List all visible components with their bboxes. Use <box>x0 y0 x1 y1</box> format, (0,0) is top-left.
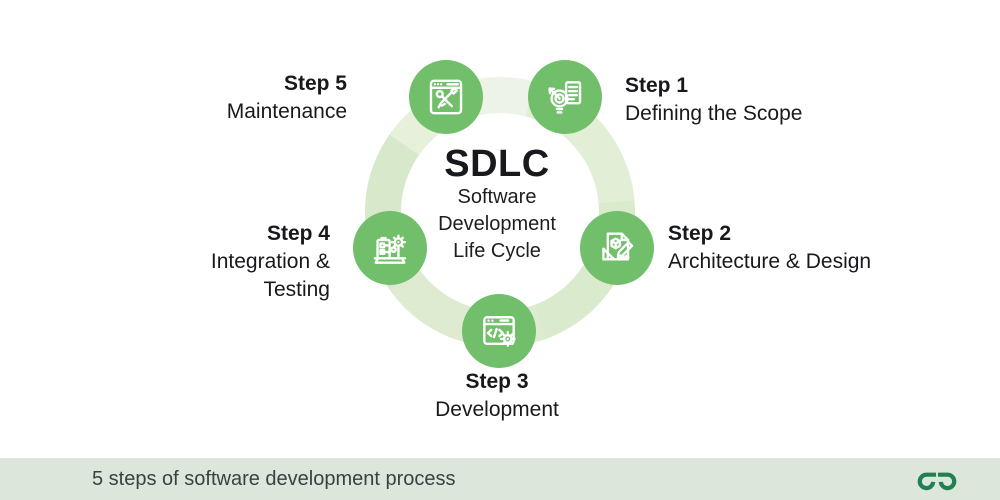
step3-name: Development <box>435 398 559 421</box>
step5-name: Maintenance <box>226 100 347 123</box>
step4-label-block: Step 4 Integration & Testing <box>180 220 330 304</box>
geeksforgeeks-logo <box>917 472 957 491</box>
step2-circle <box>580 211 654 285</box>
blueprint-design-icon <box>602 232 634 261</box>
step2-name: Architecture & Design <box>668 250 872 273</box>
footer-caption: 5 steps of software development process <box>92 467 456 490</box>
step1-circle <box>528 60 602 134</box>
footer-bar: 5 steps of software development process <box>0 458 1000 500</box>
step2-label: Step 2 <box>668 222 732 245</box>
step5-label: Step 5 <box>283 72 347 95</box>
step1-label: Step 1 <box>625 74 689 97</box>
step4-label: Step 4 <box>266 222 330 245</box>
step3-label: Step 3 <box>465 370 529 393</box>
step1-name: Defining the Scope <box>625 102 803 125</box>
step3-label-block: Step 3 Development <box>387 368 607 424</box>
diagram-title: SDLC <box>444 143 550 185</box>
step2-label-block: Step 2 Architecture & Design <box>668 220 918 276</box>
window-tools-icon <box>429 79 463 115</box>
diagram-subtitle-line: Software <box>457 186 537 208</box>
code-window-gear-icon <box>483 316 516 347</box>
checklist-gears-icon <box>373 234 407 264</box>
target-document-icon <box>548 81 582 114</box>
step4-circle <box>353 211 427 285</box>
step5-circle <box>409 60 483 134</box>
step1-label-block: Step 1 Defining the Scope <box>625 72 802 128</box>
step5-label-block: Step 5 Maintenance <box>167 70 347 126</box>
diagram-subtitle-line: Life Cycle <box>453 240 541 262</box>
diagram-subtitle-line: Development <box>438 213 556 235</box>
center-title-block: SDLC Software Development Life Cycle <box>377 144 617 265</box>
step4-name: Integration & Testing <box>210 250 330 301</box>
step3-circle <box>462 294 536 368</box>
